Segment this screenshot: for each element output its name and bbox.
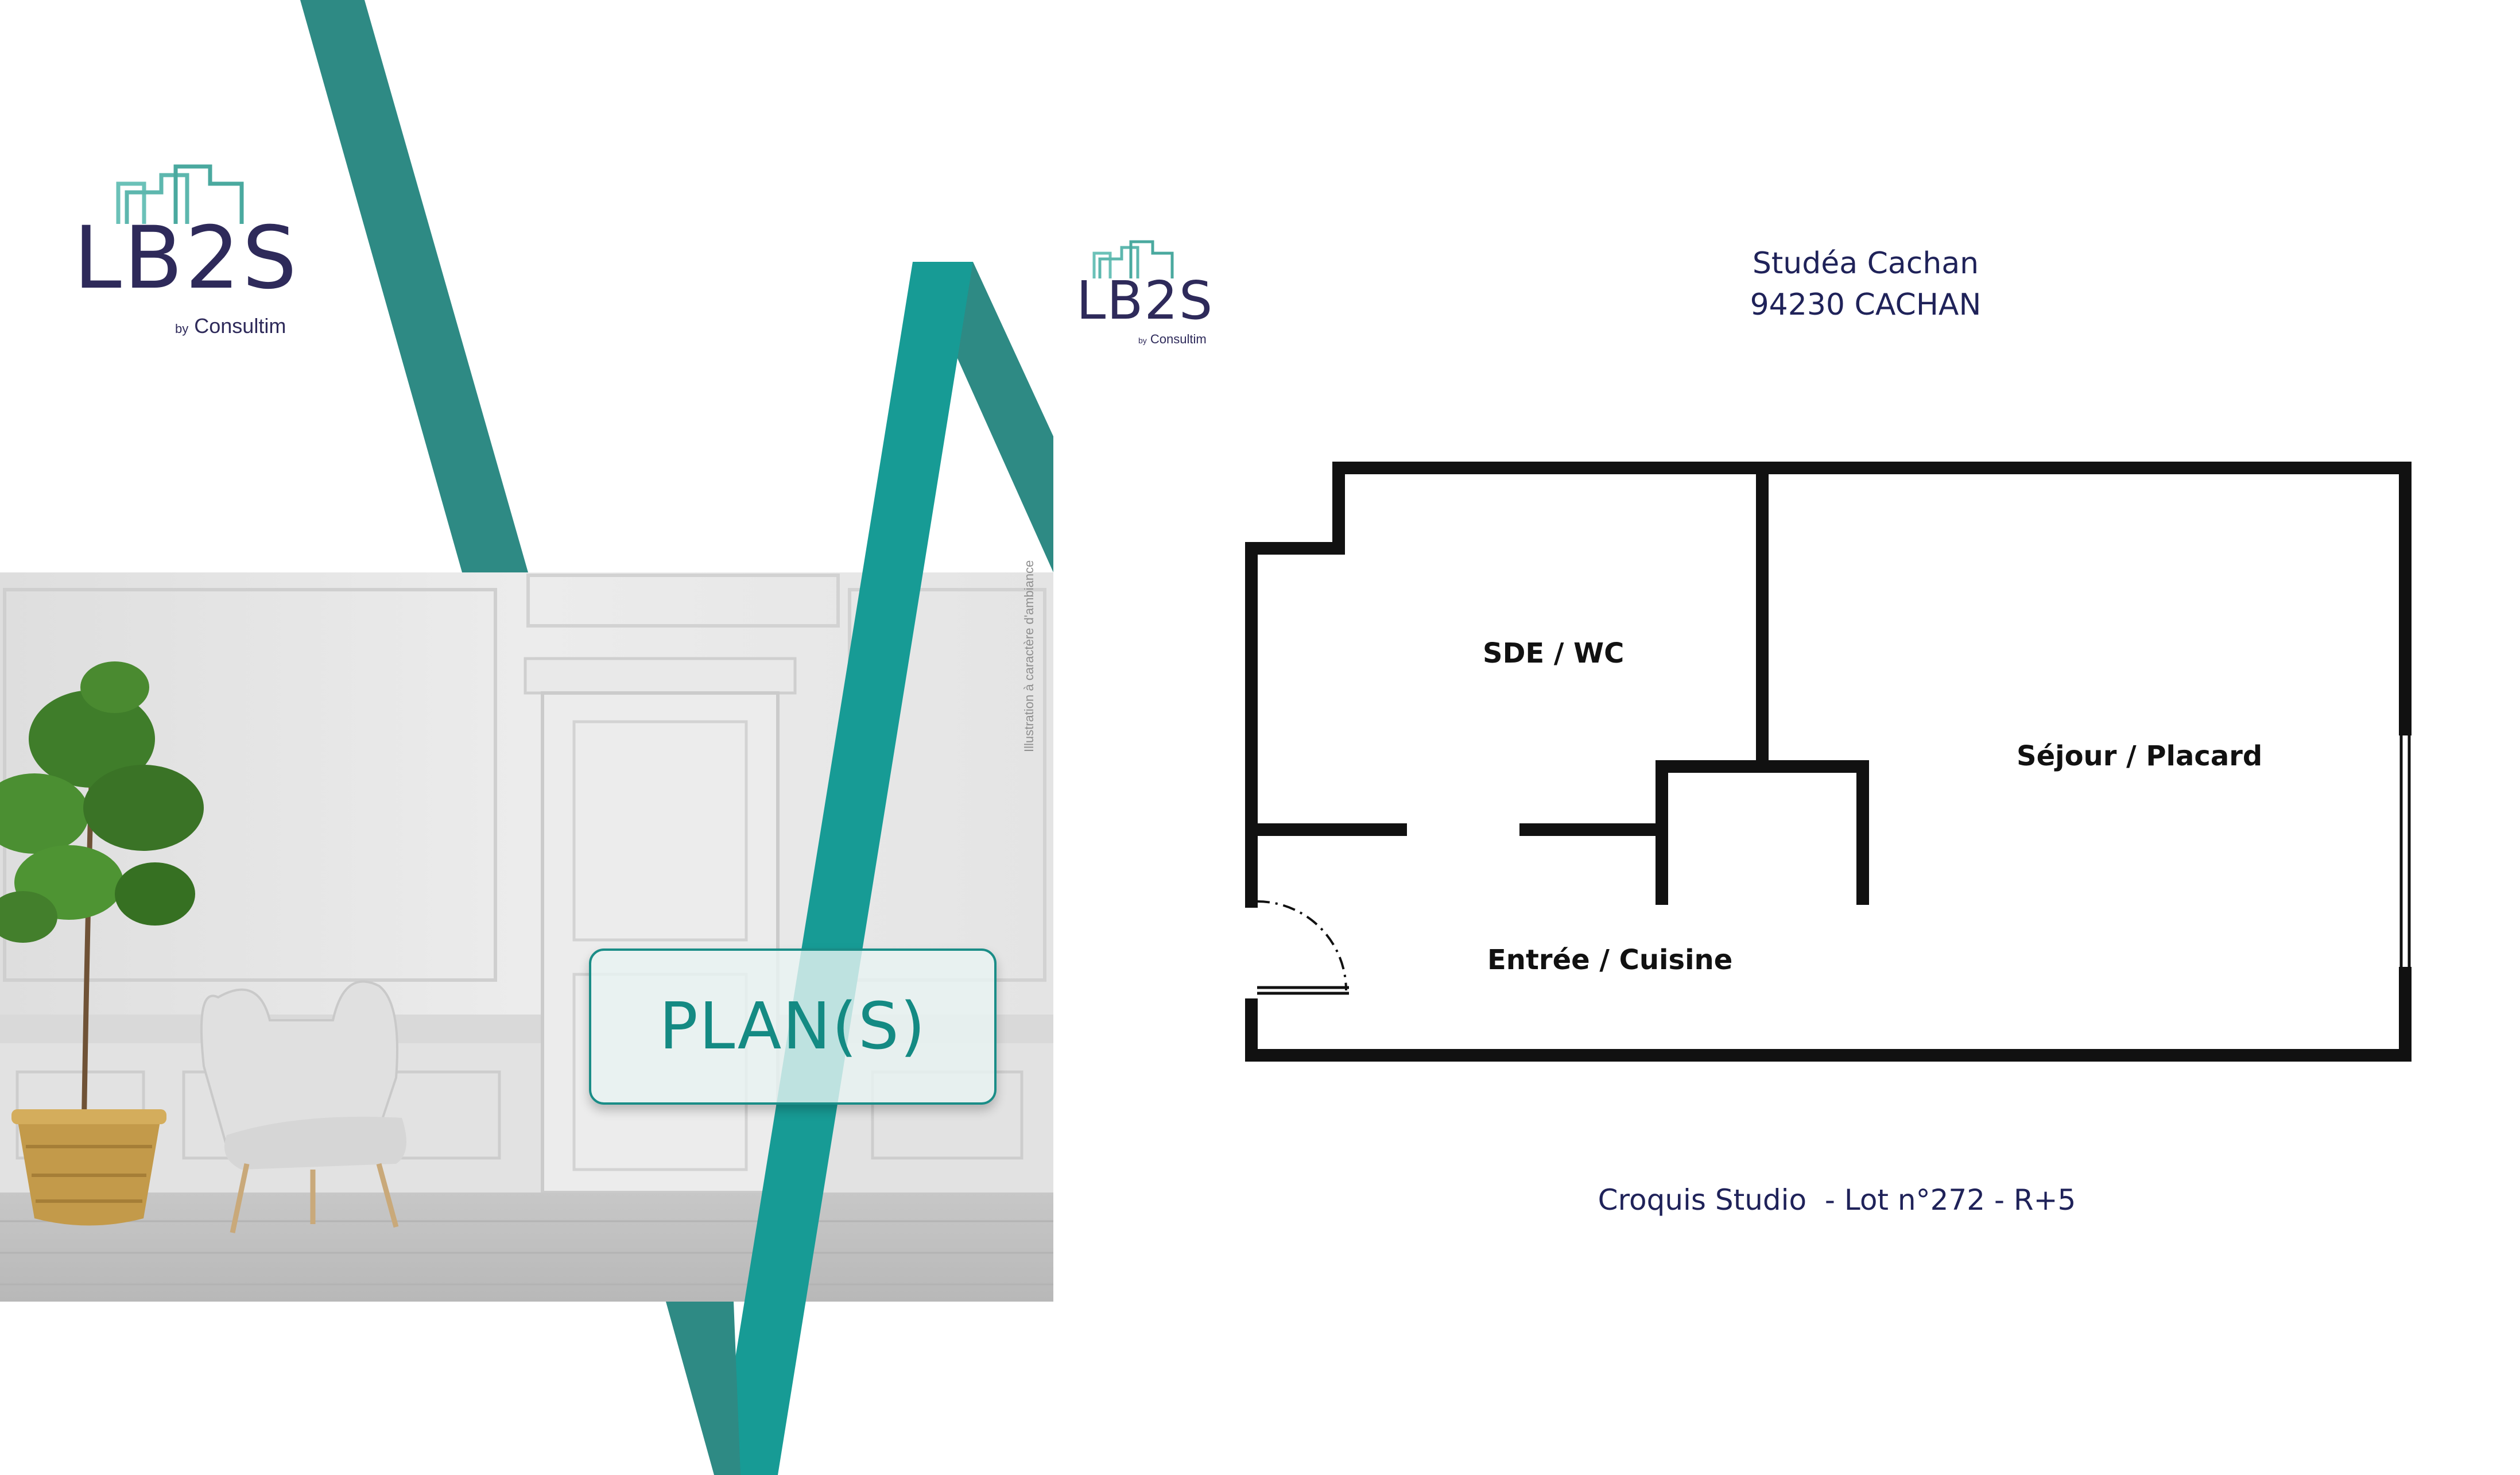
wall-kitchen-block	[1656, 760, 1869, 905]
ribbon-top-left	[300, 0, 528, 572]
logo-by: by	[175, 322, 189, 336]
logo-by-small: by	[1138, 336, 1147, 345]
ribbon-top-right	[950, 262, 1053, 572]
logo-company-small: Consultim	[1150, 332, 1207, 346]
wall-bottom	[1245, 967, 2412, 1062]
building-logo-small-icon	[1092, 240, 1174, 278]
room-label-bathroom: SDE / WC	[1483, 637, 1625, 669]
wall-top-left-notch	[1245, 462, 1345, 908]
floor-plan	[1245, 462, 2412, 1062]
property-address: Studéa Cachan 94230 CACHAN	[1665, 243, 2067, 326]
logo-subtitle-small: by Consultim	[1138, 333, 1207, 346]
room-label-living: Séjour / Placard	[2017, 740, 2263, 772]
wall-top-right	[1332, 462, 2412, 735]
logo-company: Consultim	[194, 314, 286, 338]
property-city: 94230 CACHAN	[1750, 288, 1982, 322]
section-title: PLAN(S)	[659, 989, 926, 1064]
ribbon-bottom	[666, 1302, 741, 1475]
building-logo-icon	[116, 164, 244, 224]
plan-caption: Croquis Studio - Lot n°272 - R+5	[1598, 1183, 2076, 1217]
logo-wordmark-small: LB2S	[1076, 270, 1214, 331]
logo-wordmark: LB2S	[73, 208, 300, 308]
window-right	[2399, 734, 2411, 969]
section-title-box: PLAN(S)	[589, 949, 997, 1105]
entry-door	[1257, 900, 1349, 995]
photo-disclaimer: Illustration à caractère d'ambiance	[1022, 560, 1036, 752]
property-name: Studéa Cachan	[1752, 246, 1979, 281]
room-label-entry: Entrée / Cuisine	[1487, 944, 1733, 976]
ribbon-main	[716, 262, 973, 1475]
logo-subtitle: by Consultim	[175, 316, 286, 336]
